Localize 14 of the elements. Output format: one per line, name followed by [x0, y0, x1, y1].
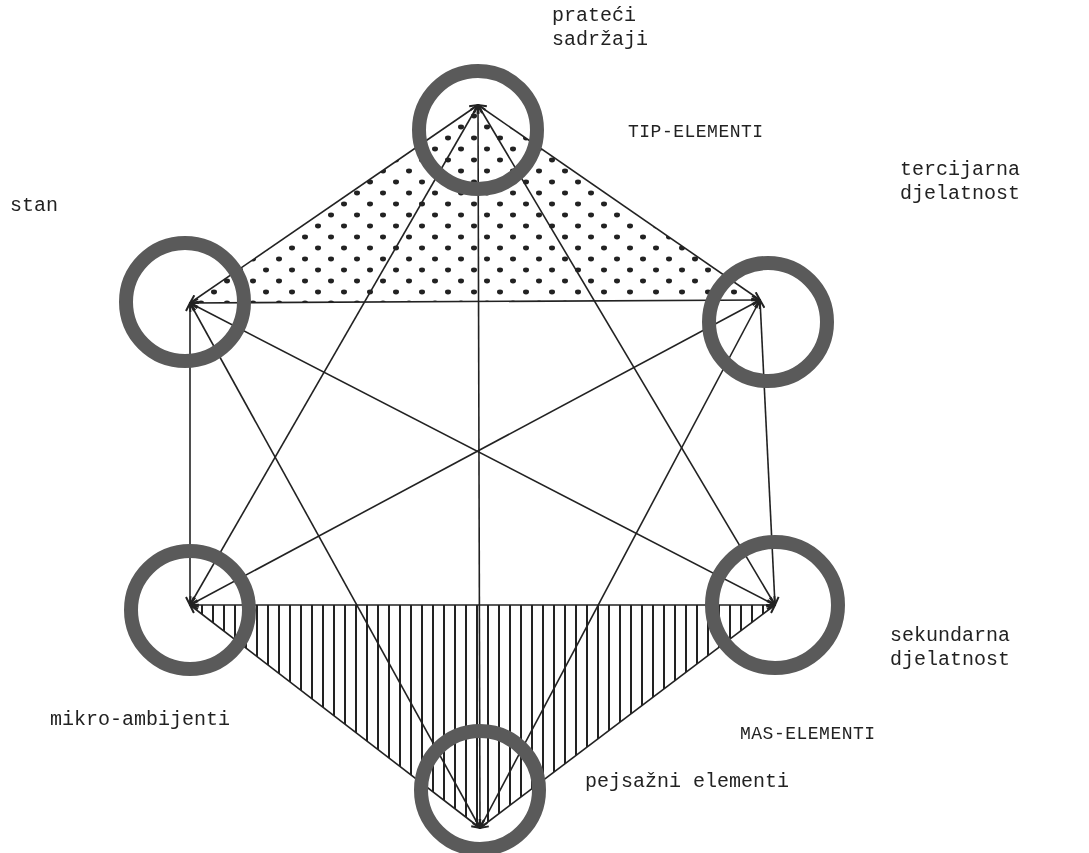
- group-label: TIP-ELEMENTI: [628, 122, 764, 142]
- node-label: pejsažni elementi: [585, 770, 791, 794]
- connector-line: [755, 299, 780, 606]
- connector-line: [479, 604, 776, 829]
- node-label: mikro-ambijenti: [50, 708, 232, 732]
- connector-line: [477, 104, 761, 301]
- node-label: stan: [10, 194, 59, 218]
- group-label: MAS-ELEMENTI: [740, 724, 876, 744]
- node-label: sekundarna djelatnost: [890, 624, 1012, 672]
- connector-line: [189, 604, 481, 829]
- node-label: prateći sadržaji: [552, 4, 649, 52]
- connector-line: [185, 302, 195, 606]
- node-label: tercijarna djelatnost: [900, 158, 1022, 206]
- connector-line: [189, 104, 479, 304]
